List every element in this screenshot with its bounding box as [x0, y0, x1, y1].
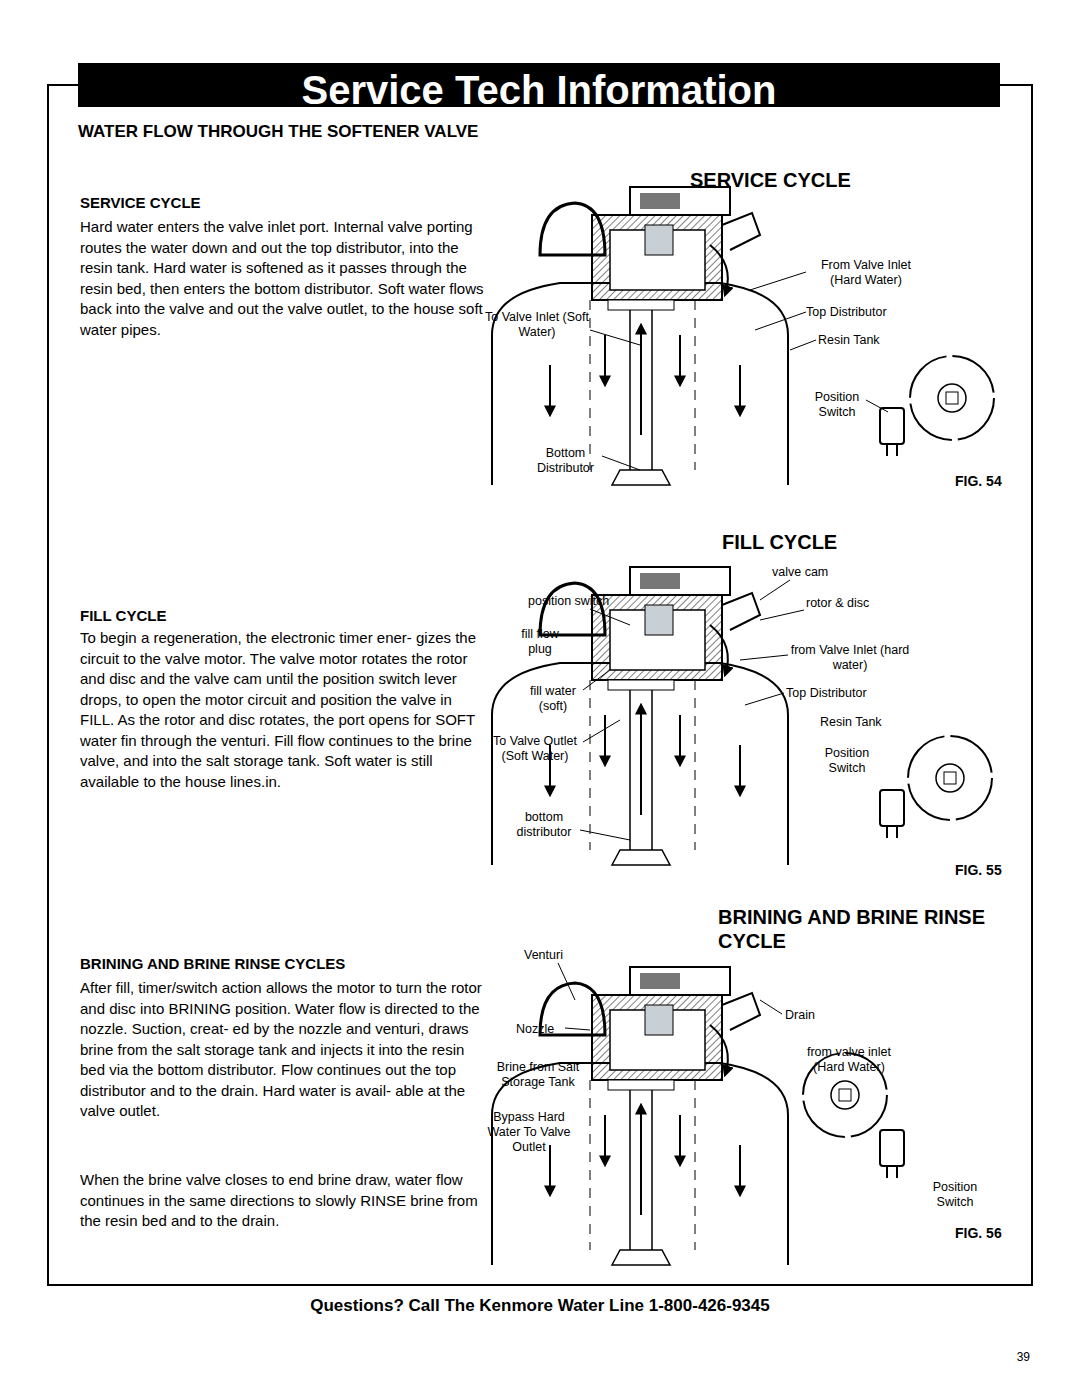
callout-label: Resin Tank: [818, 333, 898, 348]
callout-label: position switch: [528, 594, 638, 609]
figure-heading: FILL CYCLE: [722, 530, 922, 554]
callout-label: Drain: [785, 1008, 835, 1023]
callout-label: bottom distributor: [508, 810, 580, 840]
callout-label: Bypass Hard Water To Valve Outlet: [486, 1110, 572, 1155]
page-title: Service Tech Information: [78, 66, 1000, 114]
figure-heading: BRINING AND BRINE RINSE CYCLE: [718, 905, 1018, 953]
body-text: After fill, timer/switch action allows t…: [80, 978, 485, 1122]
sub-heading: BRINING AND BRINE RINSE CYCLES: [80, 955, 480, 973]
callout-label: from valve inlet (Hard Water): [794, 1045, 904, 1075]
callout-label: To Valve Inlet (Soft Water): [482, 310, 592, 340]
callout-label: Bottom Distributor: [528, 446, 603, 476]
footer-text: Questions? Call The Kenmore Water Line 1…: [140, 1296, 940, 1316]
figure-number: FIG. 54: [955, 473, 1015, 490]
figure-number: FIG. 56: [955, 1225, 1015, 1242]
callout-label: Brine from Salt Storage Tank: [488, 1060, 588, 1090]
callout-label: fill water (soft): [522, 684, 584, 714]
page-number: 39: [990, 1350, 1030, 1364]
callout-label: rotor & disc: [806, 596, 896, 611]
callout-label: valve cam: [772, 565, 852, 580]
callout-label: Venturi: [524, 948, 584, 963]
callout-label: Nozzle: [516, 1022, 571, 1037]
callout-label: Position Switch: [816, 746, 878, 776]
callout-label: Position Switch: [806, 390, 868, 420]
callout-label: Resin Tank: [820, 715, 900, 730]
callout-label: Top Distributor: [786, 686, 886, 701]
figure-number: FIG. 55: [955, 862, 1015, 879]
callout-label: fill flow plug: [514, 627, 566, 657]
callout-label: Top Distributor: [806, 305, 906, 320]
callout-label: From Valve Inlet (Hard Water): [806, 258, 926, 288]
callout-label: from Valve Inlet (hard water): [790, 643, 910, 673]
body-text: Hard water enters the valve inlet port. …: [80, 217, 485, 340]
callout-label: Position Switch: [924, 1180, 986, 1210]
section-heading: WATER FLOW THROUGH THE SOFTENER VALVE: [78, 122, 778, 142]
sub-heading: SERVICE CYCLE: [80, 194, 480, 212]
figure-heading: SERVICE CYCLE: [690, 168, 950, 192]
body-text: When the brine valve closes to end brine…: [80, 1170, 485, 1232]
sub-heading: FILL CYCLE: [80, 607, 480, 625]
callout-label: To Valve Outlet (Soft Water): [484, 734, 586, 764]
body-text: To begin a regeneration, the electronic …: [80, 628, 485, 792]
